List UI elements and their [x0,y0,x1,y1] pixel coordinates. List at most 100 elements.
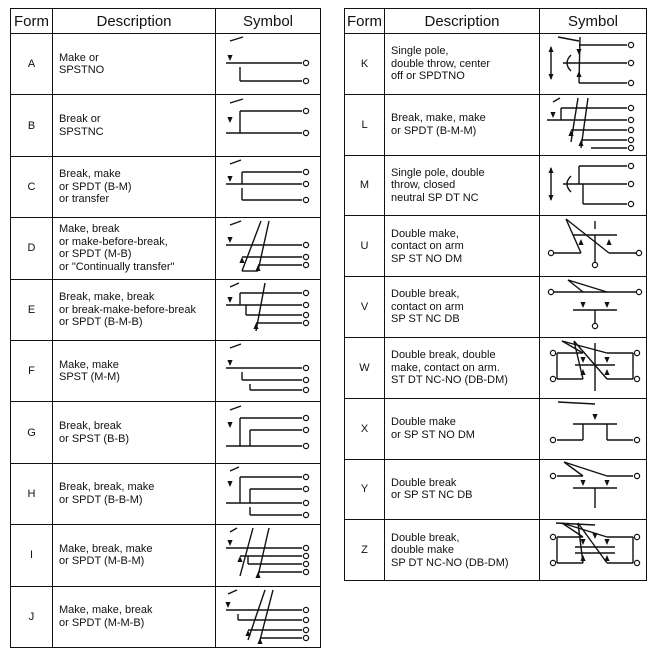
description-line: or SPDT (B-B-M) [59,493,143,506]
make-make-contact-icon [226,343,310,394]
header-form: Form [10,8,53,34]
form-letter: D [10,217,53,280]
break-break-contact-icon [226,404,310,449]
header-symbol: Symbol [215,8,321,34]
make-contact-icon [226,36,310,85]
description-line: or SPDT (B-M) [59,180,132,193]
form-symbol [215,585,321,648]
transfer-contact-icon [226,159,310,204]
form-symbol [215,217,321,280]
description-line: or SPDT (B-M-M) [391,124,477,137]
description-line: Double make [391,416,456,429]
form-symbol [539,458,647,521]
center-off-contact-icon [548,36,635,87]
double-break-icon [549,461,641,509]
description-line: Double make, [391,227,459,240]
form-letter: F [10,339,53,403]
description-line: Break or [59,113,101,126]
description-line: Double break [391,476,457,489]
double-break-arm-icon [547,279,643,330]
form-symbol [539,215,647,278]
form-symbol [215,32,321,96]
description-line: or SP ST NO DM [391,428,475,441]
form-letter: E [10,278,53,341]
description-line: or break-make-before-break [59,303,196,316]
form-letter: J [10,585,53,648]
form-symbol [539,336,647,399]
description-line: or transfer [59,193,110,206]
description-line: Break, make, break [59,291,155,303]
form-symbol [215,524,321,587]
double-break-double-make-arm-icon [549,340,641,391]
description-line: make, contact on arm. [391,361,500,374]
header-form: Form [344,8,385,34]
form-symbol [215,278,321,341]
description-line: contact on arm [391,240,464,253]
break-make-break-contact-icon [226,282,310,331]
description-line: Make, make, break [59,604,153,617]
description-line: SP DT NC-NO (DB-DM) [391,556,509,569]
form-letter: L [344,93,385,156]
form-letter: Y [344,458,385,521]
form-symbol [539,93,647,156]
form-symbol [215,462,321,526]
break-make-make-contact-icon [547,97,635,151]
form-letter: U [344,215,385,278]
description-line: or SPST (B-B) [59,432,130,445]
make-before-break-contact-icon [226,220,310,273]
form-symbol [539,519,647,582]
form-symbol [539,397,647,460]
header-description: Description [52,8,216,34]
description-line: Make, break [59,223,120,236]
form-letter: X [344,397,385,460]
description-line: double throw, center [391,57,491,70]
form-letter: Z [344,519,385,582]
description-line: or SP ST NC DB [391,489,473,502]
description-line: throw, closed [391,179,456,192]
description-line: or "Continually transfer" [59,260,175,273]
form-symbol [215,155,321,219]
form-letter: C [10,155,53,219]
form-letter: G [10,401,53,464]
form-symbol [215,94,321,157]
double-make-icon [549,400,641,443]
description-line: Break, make [59,168,121,181]
form-letter: M [344,154,385,217]
description-line: Break, make, make [391,112,486,125]
description-line: or SPDT (M-M-B) [59,616,145,629]
double-break-double-make-icon [549,522,641,567]
form-symbol [539,276,647,338]
closed-neutral-contact-icon [548,163,635,208]
break-contact-icon [226,97,310,136]
description-line: Make or [59,51,99,64]
form-symbol [539,33,647,95]
double-make-arm-icon [547,218,643,269]
description-line: Single pole, double [391,166,485,179]
header-row: Form Description Symbol [10,8,321,34]
